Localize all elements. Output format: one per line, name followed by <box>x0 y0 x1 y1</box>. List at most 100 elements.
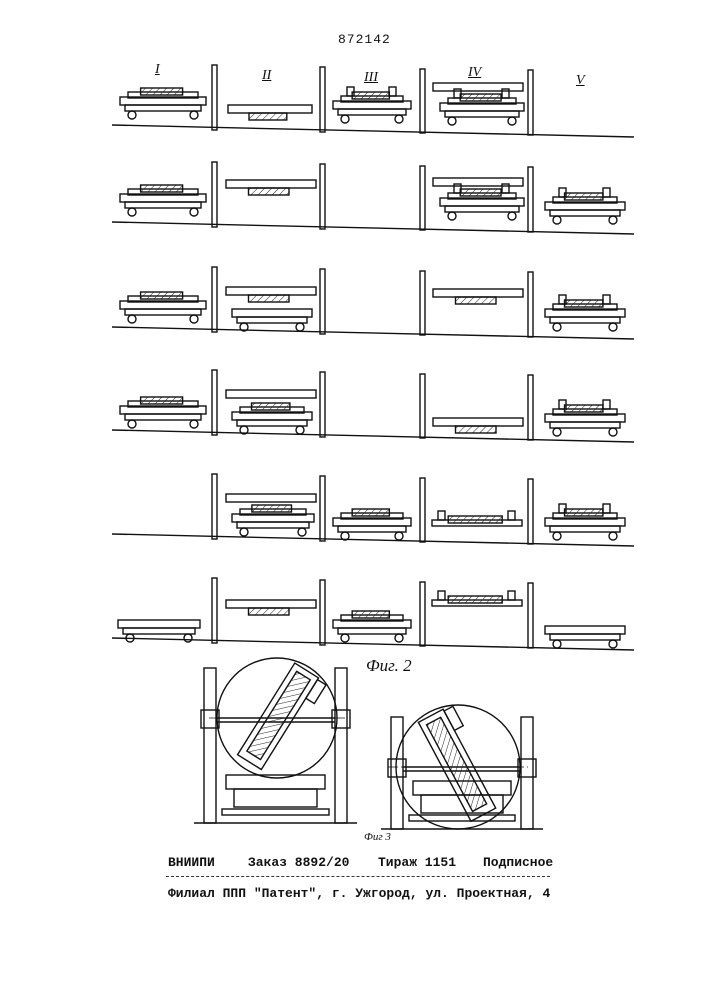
frame-post <box>212 267 217 332</box>
wheel <box>609 532 617 540</box>
frame-post <box>212 370 217 435</box>
press-beam <box>433 418 523 433</box>
wheel <box>190 208 198 216</box>
wheel <box>553 428 561 436</box>
right-column <box>521 717 533 829</box>
footer-circulation: Тираж 1151 <box>378 856 456 869</box>
wheel <box>341 115 349 123</box>
hatched-casting <box>247 671 310 759</box>
wheel <box>553 323 561 331</box>
left-column <box>204 668 216 823</box>
hatched-casting <box>249 113 287 120</box>
fig3-drawing <box>194 658 543 829</box>
wheel <box>448 212 456 220</box>
wheel <box>128 208 136 216</box>
press-beam <box>226 287 316 302</box>
cart <box>232 309 312 331</box>
frame-post <box>212 65 217 130</box>
footer-subscription: Подписное <box>483 856 553 869</box>
cart <box>545 504 625 540</box>
hatched-casting <box>448 516 502 523</box>
hatched-casting <box>141 88 183 95</box>
mould-piece <box>432 511 522 526</box>
frame-post <box>212 474 217 539</box>
frame-post <box>420 166 425 230</box>
rail <box>222 809 329 815</box>
frame-post <box>320 269 325 334</box>
mould-piece <box>553 400 617 415</box>
wheel <box>395 634 403 642</box>
frame-post <box>420 271 425 335</box>
tilted-mould <box>418 705 504 822</box>
frame-post <box>528 167 533 232</box>
hatched-casting <box>460 94 501 101</box>
frame-post <box>528 375 533 440</box>
wheel <box>296 426 304 434</box>
cart <box>120 185 206 216</box>
footer-branch: Филиал ППП "Патент", г. Ужгород, ул. Про… <box>168 887 550 900</box>
wheel <box>296 323 304 331</box>
process-sequence <box>112 65 634 650</box>
hatched-casting <box>141 292 183 299</box>
cart <box>545 295 625 331</box>
press-beam <box>226 494 316 502</box>
frame-post <box>320 372 325 437</box>
hatched-casting <box>249 188 290 195</box>
cart <box>545 188 625 224</box>
mould-piece <box>553 504 617 519</box>
cart <box>120 397 206 428</box>
wheel <box>609 216 617 224</box>
hatched-casting <box>565 300 603 307</box>
rotary-tilter <box>194 658 357 823</box>
hatched-casting <box>565 193 603 200</box>
fig2-caption: Фиг. 2 <box>366 657 412 674</box>
cart <box>333 611 411 642</box>
cart <box>545 400 625 436</box>
wheel <box>240 528 248 536</box>
frame-post <box>528 272 533 337</box>
wheel <box>395 115 403 123</box>
wheel <box>395 532 403 540</box>
frame-post <box>420 478 425 542</box>
mould-piece <box>341 87 403 102</box>
wheel <box>184 634 192 642</box>
cart <box>333 87 411 123</box>
floor-line <box>112 327 634 339</box>
frame-post <box>320 476 325 541</box>
wheel <box>448 117 456 125</box>
hatched-casting <box>565 509 603 516</box>
frame-post <box>420 374 425 438</box>
press-beam <box>226 390 316 398</box>
left-column <box>391 717 403 829</box>
mould-piece <box>553 188 617 203</box>
press-beam <box>226 600 316 615</box>
fig3-caption: Фиг 3 <box>364 832 391 843</box>
wheel <box>609 323 617 331</box>
footer-org: ВНИИПИ <box>168 856 215 869</box>
wheel <box>508 117 516 125</box>
press-beam <box>228 105 312 120</box>
frame-post <box>528 70 533 135</box>
hatched-casting <box>427 717 487 811</box>
wheel <box>508 212 516 220</box>
process-row-1 <box>112 65 634 137</box>
wheel <box>341 634 349 642</box>
press-beam <box>433 289 523 304</box>
frame-post <box>528 583 533 648</box>
cart <box>232 403 312 434</box>
process-row-6 <box>112 578 634 650</box>
hatched-casting <box>565 405 603 412</box>
wheel <box>190 315 198 323</box>
wheel <box>298 528 306 536</box>
frame-post <box>212 578 217 643</box>
process-row-5 <box>112 474 634 546</box>
hatched-casting <box>249 608 290 615</box>
hatched-casting <box>456 426 497 433</box>
wheel <box>553 640 561 648</box>
mould-piece <box>432 591 522 606</box>
frame-post <box>320 164 325 229</box>
press-beam <box>226 180 316 195</box>
hatched-casting <box>352 611 389 618</box>
